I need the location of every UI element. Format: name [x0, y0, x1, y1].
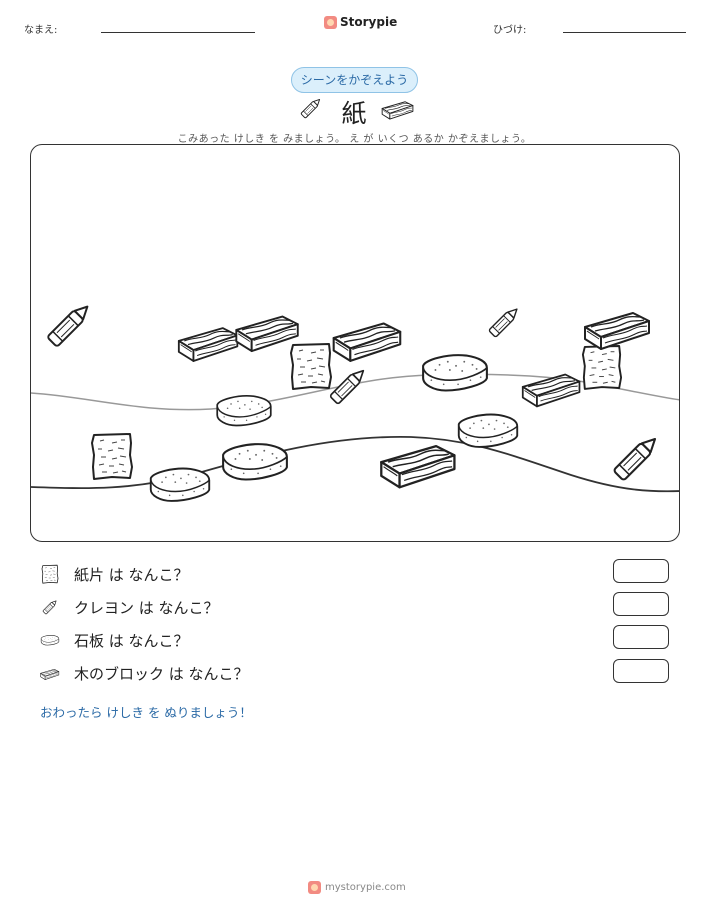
question-row-crayon: クレヨン は なんこ？: [40, 595, 680, 619]
wood-block-icon: [40, 663, 60, 683]
question-row-paper: 紙片 は なんこ？: [40, 562, 680, 586]
title-crayon-icon: [297, 94, 325, 122]
page-title: 紙: [341, 99, 367, 128]
answer-box-paper[interactable]: [613, 559, 669, 583]
wood-block-6: [380, 444, 456, 489]
answer-box-slate[interactable]: [613, 625, 669, 649]
crayon-1: [46, 300, 94, 348]
question-wood-block-text: 木のブロック は なんこ？: [74, 664, 249, 683]
closing-instruction: おわったら けしき を ぬりましょう！: [40, 705, 252, 720]
question-row-slate: 石板 は なんこ？: [40, 628, 680, 652]
slate-icon: [40, 630, 60, 650]
footer-logo-icon: [308, 881, 321, 894]
question-crayon-text: クレヨン は なんこ？: [74, 598, 219, 617]
paper-1: [289, 342, 333, 391]
wood-block-3: [332, 322, 402, 362]
brand: Storypie: [324, 15, 397, 29]
brand-name: Storypie: [340, 15, 398, 29]
footer: mystorypie.com: [308, 881, 406, 894]
wood-block-2: [235, 315, 299, 353]
activity-pill: シーンをかぞえよう: [291, 67, 418, 93]
slate-4: [222, 443, 288, 481]
slate-2: [216, 394, 272, 427]
title-wood-block-icon: [381, 96, 415, 120]
crayon-3: [487, 304, 522, 339]
storypie-logo-icon: [324, 15, 337, 29]
instructions: こみあった けしき を みましょう。 え が いくつ あるか かぞえましょう。: [177, 134, 532, 145]
paper-3: [90, 432, 134, 481]
crayon-icon: [40, 597, 60, 617]
slate-5: [149, 467, 211, 502]
crayon-4: [612, 432, 662, 482]
answer-box-wood-block[interactable]: [613, 659, 669, 683]
counting-scene: [30, 144, 680, 542]
question-paper-text: 紙片 は なんこ？: [74, 565, 189, 584]
answer-box-crayon[interactable]: [613, 592, 669, 616]
wood-block-4: [521, 373, 581, 408]
date-label: ひづけ:: [493, 25, 527, 36]
front-hill-line: [31, 435, 679, 493]
paper-icon: [40, 564, 60, 584]
name-line[interactable]: [101, 32, 255, 33]
wood-block-1: [177, 327, 239, 362]
date-line[interactable]: [563, 32, 686, 33]
scene-illustration: [31, 300, 679, 502]
slate-1: [422, 354, 488, 392]
questions-list: 紙片 は なんこ？ クレヨン は なんこ？ 石板 は なんこ？ 木のブロック は…: [40, 562, 680, 685]
back-hill-line: [31, 373, 679, 411]
footer-url[interactable]: mystorypie.com: [325, 882, 406, 893]
wood-block-5: [584, 312, 650, 350]
paper-2: [581, 344, 623, 390]
question-slate-text: 石板 は なんこ？: [74, 631, 189, 650]
slate-3: [457, 413, 519, 448]
name-label: なまえ:: [24, 25, 58, 36]
crayon-2: [328, 365, 369, 406]
question-row-wood-block: 木のブロック は なんこ？: [40, 661, 680, 685]
